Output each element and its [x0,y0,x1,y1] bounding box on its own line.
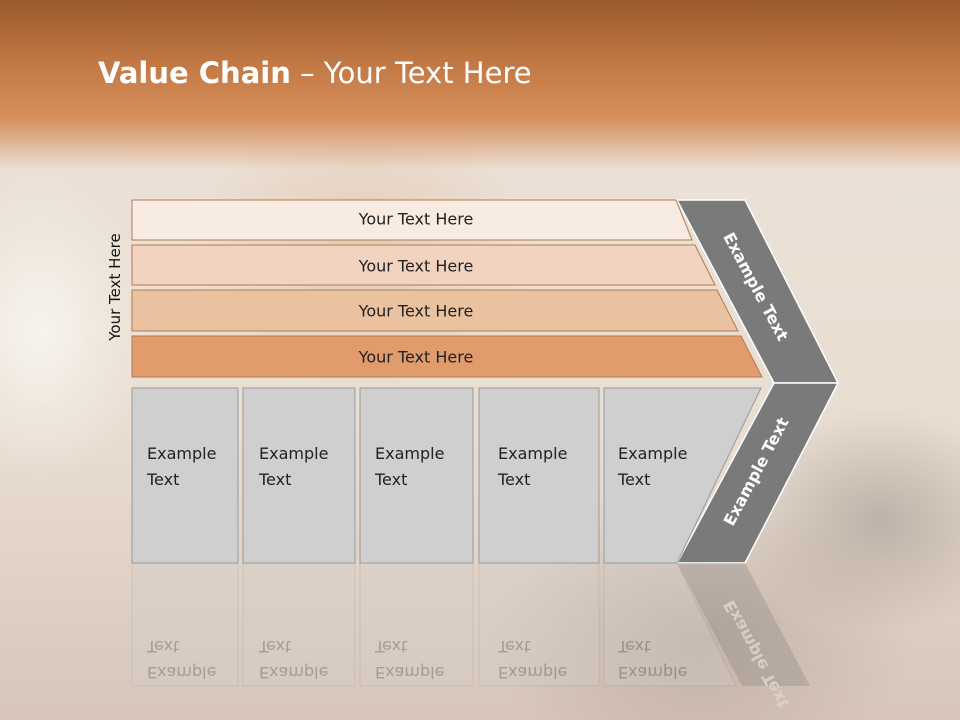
bar-1: Your Text Here [131,199,693,241]
reflection-box-5-line1: Example [618,663,687,682]
reflection-box-4-line1: Example [498,663,567,682]
reflection-box-4-line2: Text [497,637,530,656]
box-5-line1: Example [618,444,687,463]
box-1: Example Text [131,387,239,564]
bar-2: Your Text Here [131,244,716,286]
box-3: Example Text [359,387,474,564]
box-2: Example Text [242,387,356,564]
slide-title: Value Chain – Your Text Here [98,56,532,90]
chevron-lower [675,382,840,564]
box-5-line2: Text [617,470,650,489]
bar-2-label: Your Text Here [358,257,474,276]
bar-4-label: Your Text Here [358,348,474,367]
bar-3: Your Text Here [131,289,739,332]
title-bold: Value Chain [98,56,291,90]
title-rest: – Your Text Here [290,56,532,90]
reflection-box-1-line1: Example [147,663,216,682]
box-4-line2: Text [497,470,530,489]
box-3-line1: Example [375,444,444,463]
box-3-line2: Text [374,470,407,489]
reflection-box-3-line1: Example [375,663,444,682]
bar-4: Your Text Here [131,335,763,378]
box-5: Example Text [603,387,762,564]
box-4-line1: Example [498,444,567,463]
reflection-box-2-line2: Text [258,637,291,656]
box-1-line2: Text [146,470,179,489]
reflection: Example Text Example Text Example Text E… [131,562,810,712]
reflection-box-2-line1: Example [259,663,328,682]
box-1-line1: Example [147,444,216,463]
box-2-line2: Text [258,470,291,489]
reflection-box-5-line2: Text [617,637,650,656]
title-band [0,0,960,170]
bar-3-label: Your Text Here [358,302,474,321]
bar-1-label: Your Text Here [358,210,474,229]
reflection-box-3-line2: Text [374,637,407,656]
reflection-box-1-line2: Text [146,637,179,656]
box-2-line1: Example [259,444,328,463]
box-4: Example Text [478,387,600,564]
